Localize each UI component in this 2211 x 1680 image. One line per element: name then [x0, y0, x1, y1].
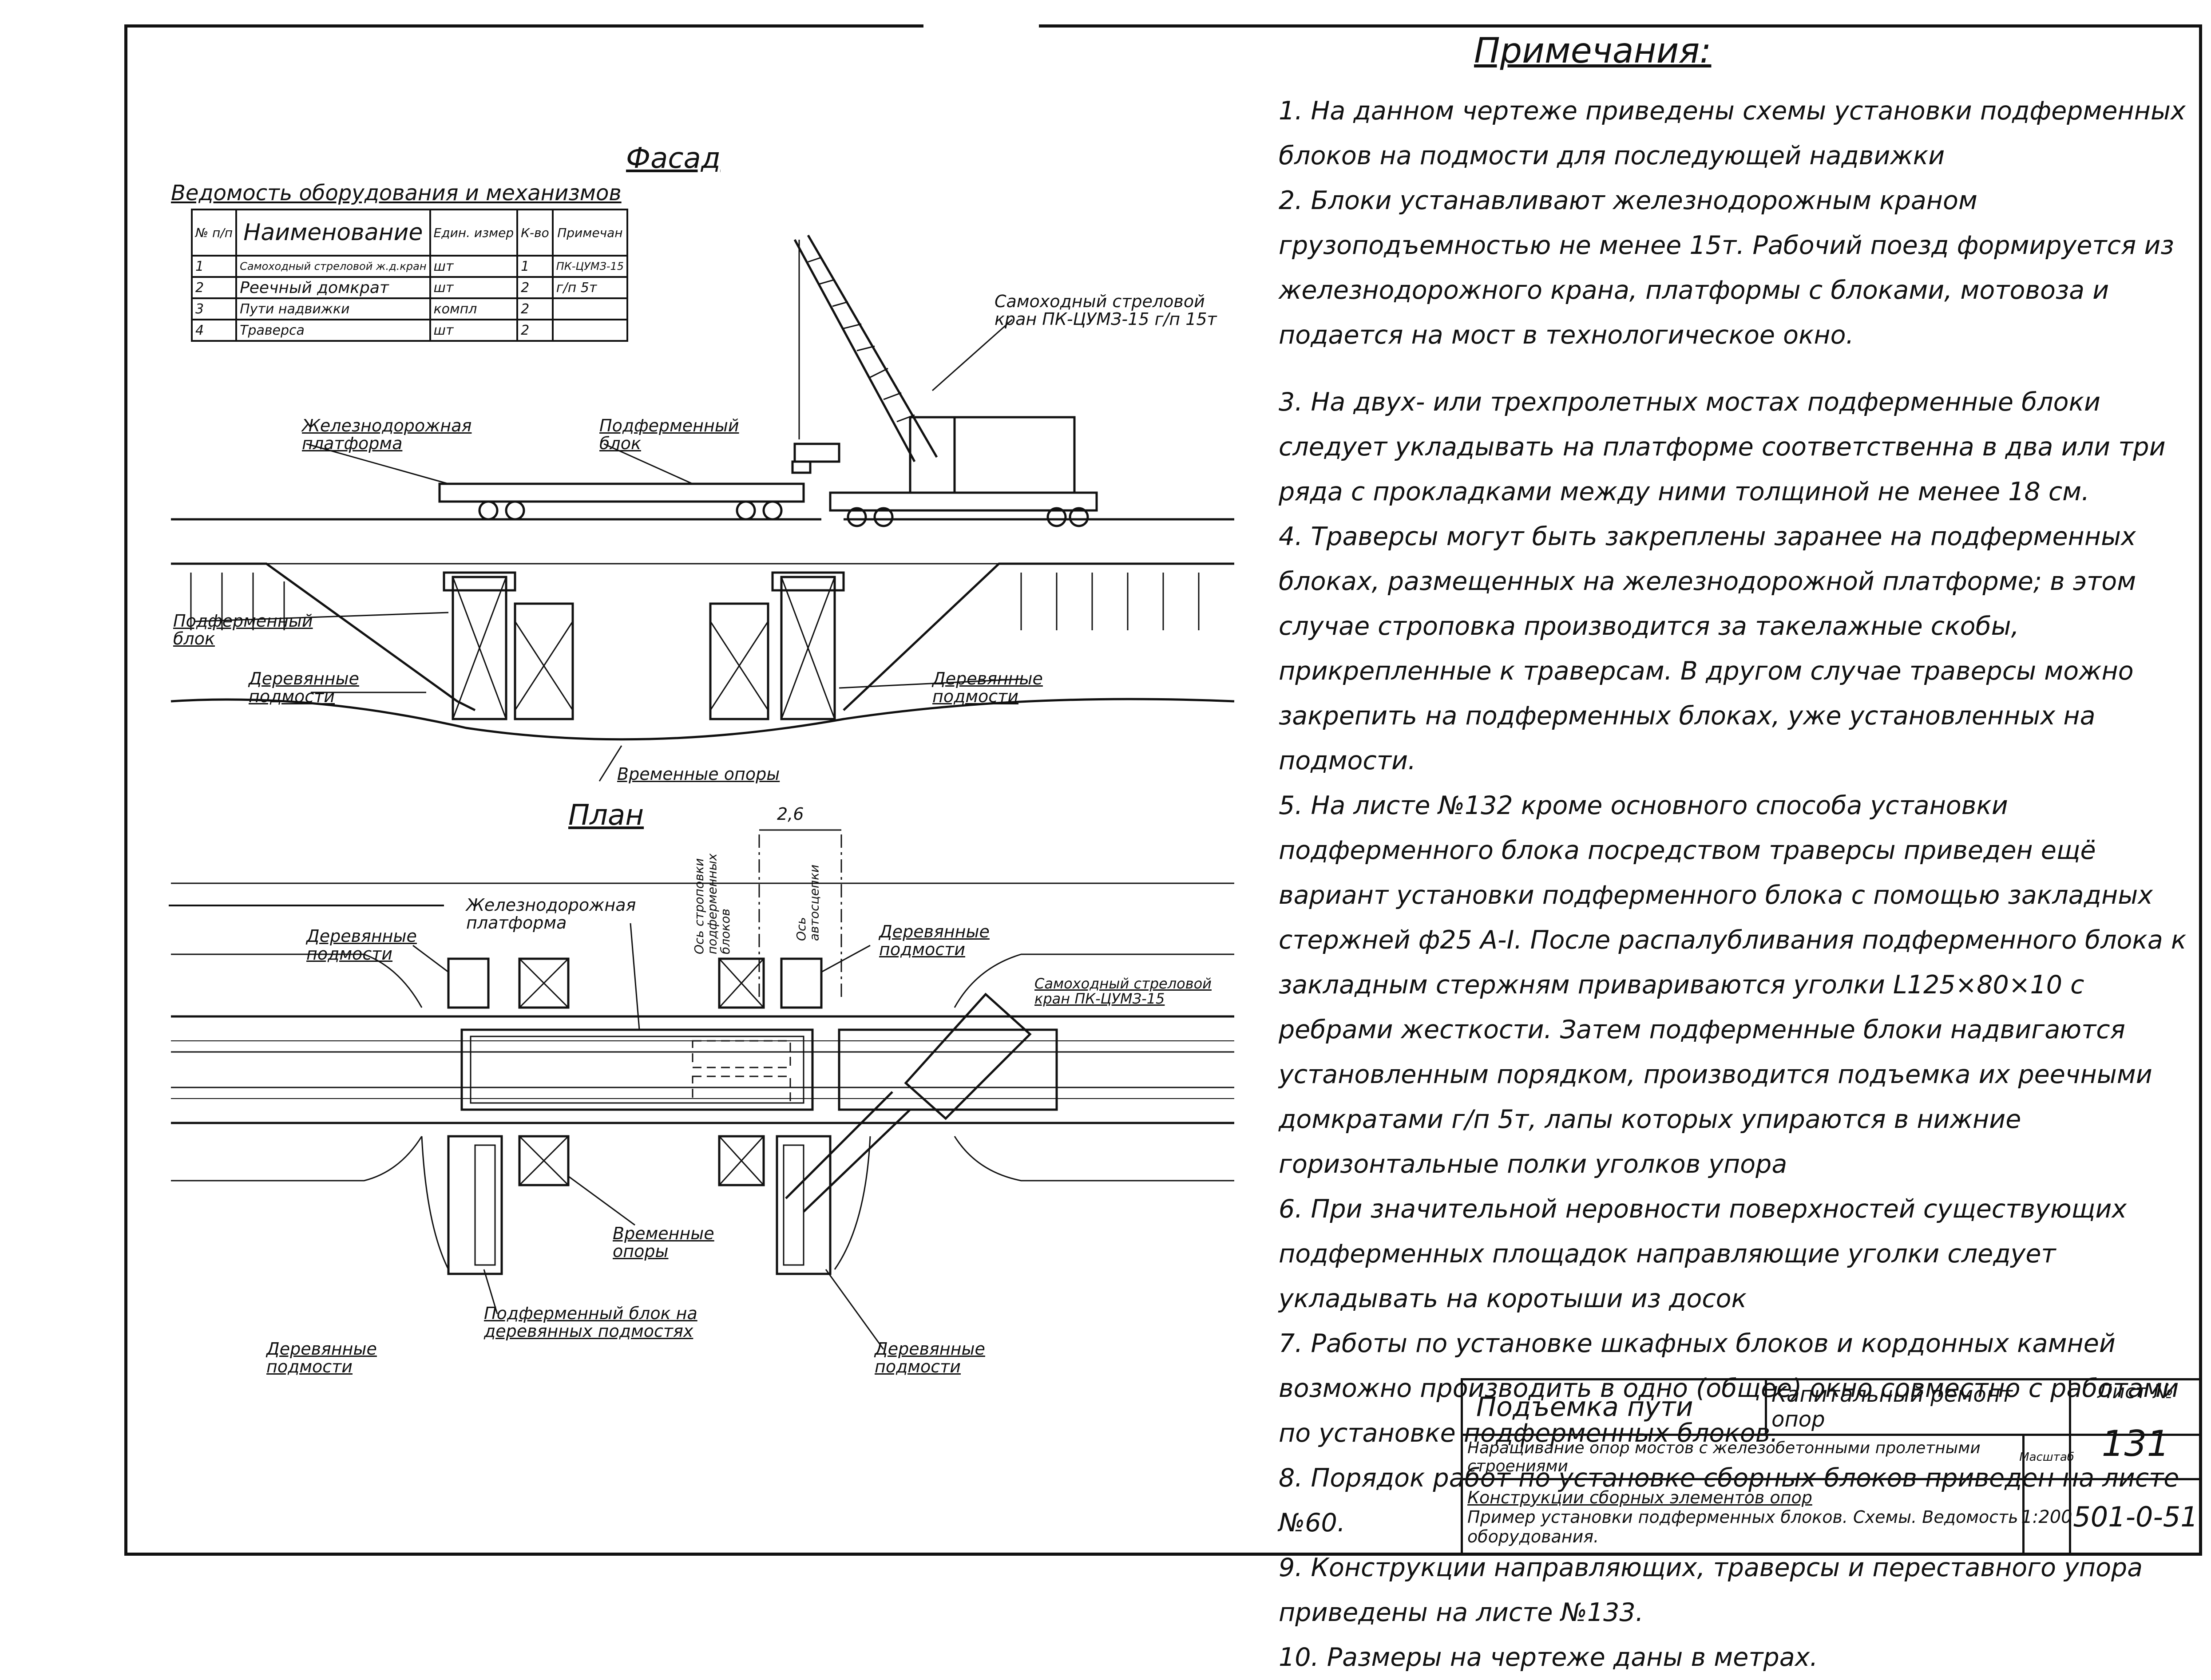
- technical-drawing: [169, 234, 1235, 1350]
- label-block-top: Подферменный блок: [599, 416, 739, 453]
- table-row: 1 Самоходный стреловой ж.д.кран шт 1 ПК-…: [190, 255, 629, 278]
- plan-block-scaffold-bl: [447, 1135, 503, 1275]
- plan-block-2: [692, 1075, 791, 1104]
- plan-label-axis-slinging: Ось строповки подферменных блоков: [692, 853, 733, 954]
- equipment-caption: Ведомость оборудования и механизмов: [171, 181, 622, 206]
- tb-lines: Конструкции сборных элементов опор Приме…: [1461, 1478, 2025, 1556]
- timber-scaffold-left: [443, 571, 516, 720]
- plan-crane-cab: [904, 992, 1032, 1120]
- note-3: 3. На двух- или трехпролетных мостах под…: [1279, 387, 2166, 506]
- timber-scaffold-right: [771, 571, 845, 720]
- th-unit: Един. измер: [429, 209, 519, 257]
- table-row: 3 Пути надвижки компл 2: [190, 297, 629, 320]
- plan-platform: [460, 1028, 814, 1111]
- tb-line1: Наращивание опор мостов с железобетонным…: [1461, 1434, 2025, 1480]
- equipment-table: № п/п Наименование Един. измер К-во Прим…: [190, 209, 629, 342]
- th-note: Примечан: [551, 209, 629, 257]
- crane-boom: [793, 239, 916, 462]
- plan-label-scaffold-br: Деревянные подмости: [875, 1339, 985, 1376]
- note-1: 1. На данном чертеже приведены схемы уст…: [1279, 96, 2186, 170]
- title-block: Подъемка пути Капитальный ремонт опор Ли…: [1461, 1378, 2202, 1556]
- tb-sheet-label: Лист №: [2069, 1378, 2202, 1436]
- tb-scale: 1:200: [2021, 1478, 2072, 1556]
- tb-line2: Конструкции сборных элементов опор: [1467, 1487, 1812, 1507]
- ground-line: [170, 698, 1235, 741]
- plan-crane-car: [838, 1028, 1058, 1111]
- plan-label-block-on-scaffold: Подферменный блок на деревянных подмостя…: [484, 1304, 697, 1341]
- label-scaffold-left: Деревянные подмости: [249, 669, 359, 706]
- label-crane: Самоходный стреловой кран ПК-ЦУМЗ-15 г/п…: [995, 292, 1217, 329]
- note-6: 6. При значительной неровности поверхнос…: [1279, 1194, 2127, 1313]
- notes-title: Примечания:: [1474, 31, 1712, 71]
- label-platform: Железнодорожная платформа: [302, 416, 472, 453]
- plan-block-1: [692, 1040, 791, 1068]
- left-embankment: [171, 562, 476, 712]
- plan-label-temp-supports: Временные опоры: [613, 1224, 714, 1261]
- note-2: 2. Блоки устанавливают железнодорожным к…: [1279, 186, 2174, 350]
- frame-gap: [923, 17, 1039, 35]
- tb-category: Капитальный ремонт опор: [1765, 1378, 2071, 1436]
- tb-line3: Пример установки подферменных блоков. Сх…: [1467, 1507, 2018, 1546]
- plan-label-crane: Самоходный стреловой кран ПК-ЦУМЗ-15: [1034, 975, 1212, 1007]
- temp-support-left: [514, 602, 574, 720]
- plan-label-platform: Железнодорожная платформа: [466, 895, 636, 933]
- label-temp-supports: Временные опоры: [617, 764, 780, 784]
- plan-label-scaffold-bl: Деревянные подмости: [266, 1339, 377, 1376]
- tb-sheet-no: 131: [2069, 1409, 2202, 1480]
- plan-block-scaffold-br: [776, 1135, 832, 1275]
- platform-deck: [438, 482, 805, 503]
- note-5: 5. На листе №132 кроме основного способа…: [1279, 791, 2187, 1179]
- th-qty: К-во: [516, 209, 554, 257]
- plan-label-scaffold-tl: Деревянные подмости: [306, 926, 417, 964]
- th-num: № п/п: [190, 209, 238, 257]
- temp-support-right: [709, 602, 769, 720]
- drawing-frame: [124, 24, 2202, 1556]
- th-name: Наименование: [235, 209, 431, 257]
- plan-scaffold-block-tl: [447, 957, 490, 1009]
- table-row: 4 Траверса шт 2: [190, 319, 629, 342]
- note-10: 10. Размеры на чертеже даны в метрах.: [1279, 1643, 1818, 1672]
- plan-label-axis-coupling: Ось автосцепки: [794, 864, 822, 941]
- tb-topic: Подъемка пути: [1461, 1378, 1767, 1436]
- tb-scale-label: Масштаб: [2019, 1434, 2074, 1480]
- plan-label-dim: 2,6: [777, 804, 804, 824]
- note-4: 4. Траверсы могут быть закреплены заране…: [1279, 522, 2136, 775]
- plan-scaffold-block-tr: [780, 957, 823, 1009]
- note-9: 9. Конструкции направляющих, траверсы и …: [1279, 1553, 2143, 1627]
- hanging-block: [791, 460, 812, 474]
- facade-title: Фасад: [626, 142, 721, 175]
- tb-code: 501-0-51: [2069, 1478, 2202, 1556]
- label-scaffold-right: Деревянные подмости: [932, 669, 1043, 706]
- label-block-left: Подферменный блок: [173, 611, 313, 648]
- plan-label-scaffold-tr: Деревянные подмости: [879, 922, 990, 959]
- table-row: 2 Реечный домкрат шт 2 г/п 5т: [190, 276, 629, 299]
- plan-title: План: [568, 799, 644, 832]
